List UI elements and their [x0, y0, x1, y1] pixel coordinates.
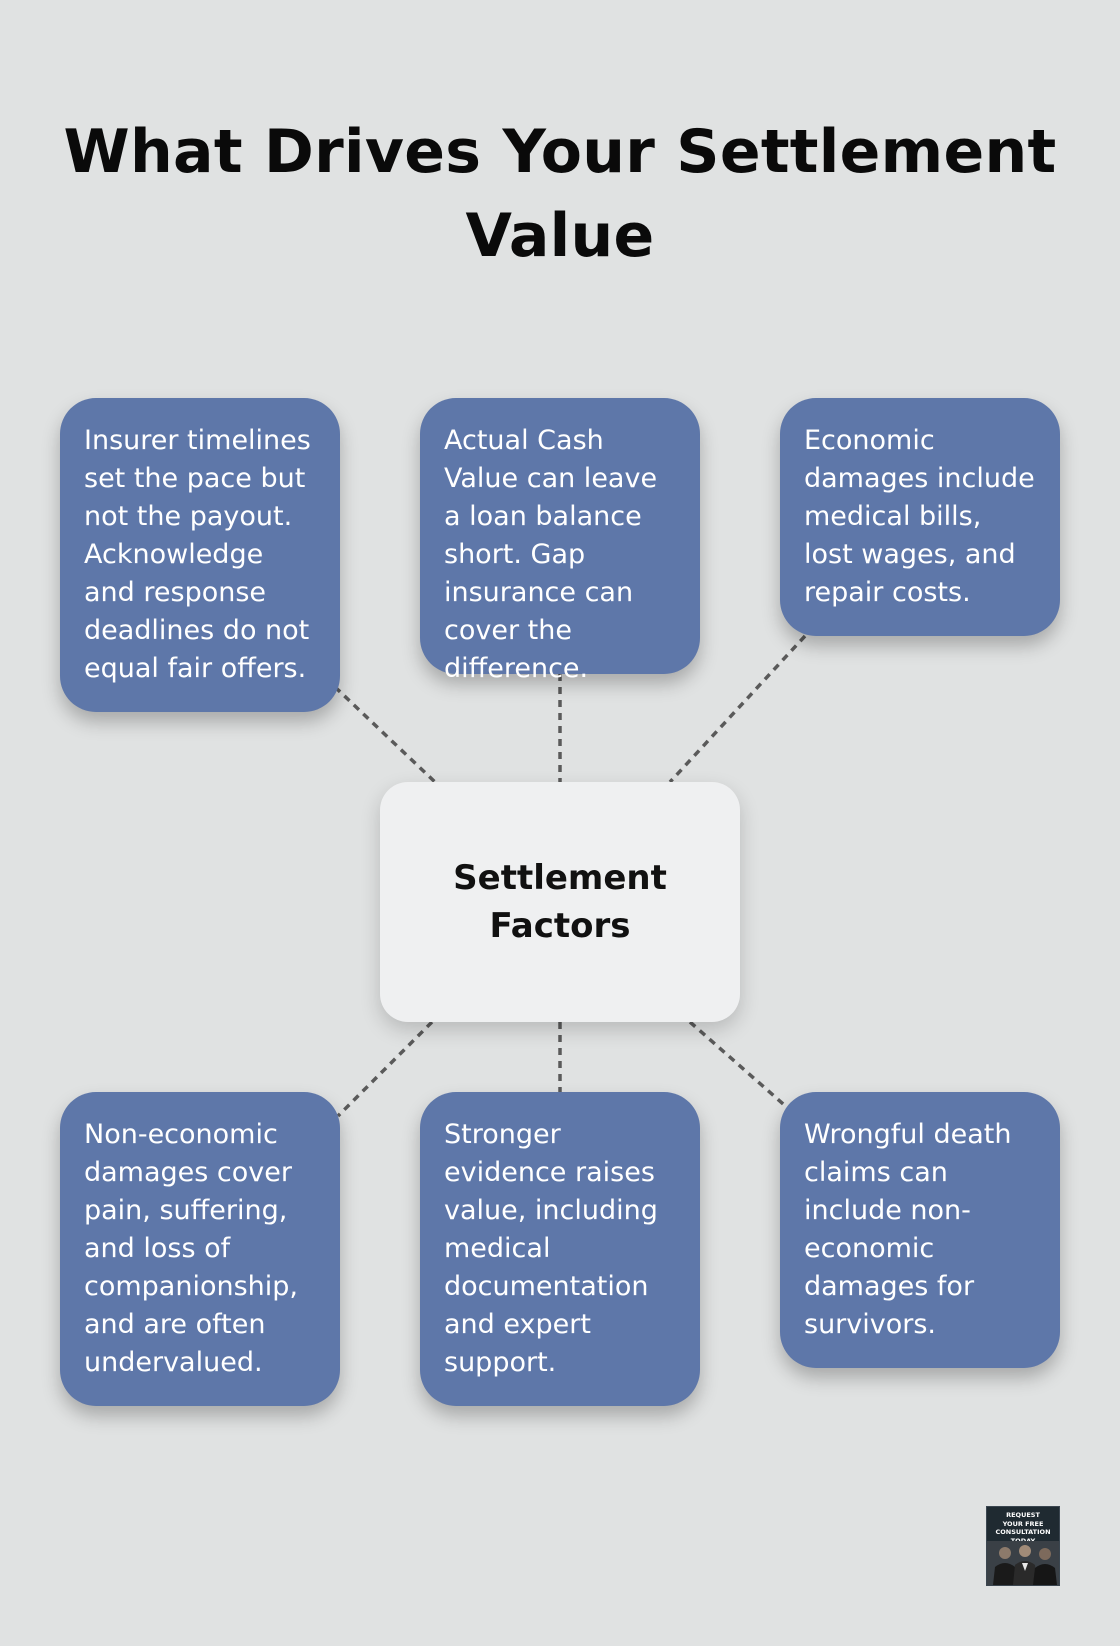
factor-text: Actual Cash Value can leave a loan balan…	[444, 425, 658, 684]
factor-text: Stronger evidence raises value, includin…	[444, 1119, 658, 1378]
consultation-badge-text: REQUEST YOUR FREE CONSULTATION TODAY	[995, 1511, 1051, 1545]
factor-text: Insurer timelines set the pace but not t…	[84, 425, 311, 684]
center-node-settlement-factors: Settlement Factors	[380, 782, 740, 1022]
factor-box-non-economic-damages: Non-economic damages cover pain, sufferi…	[60, 1092, 340, 1406]
page-title: What Drives Your Settlement Value	[63, 117, 1057, 271]
connector-line-6	[688, 1020, 792, 1112]
factor-box-economic-damages: Economic damages include medical bills, …	[780, 398, 1060, 636]
factor-box-insurer-timelines: Insurer timelines set the pace but not t…	[60, 398, 340, 712]
factor-text: Economic damages include medical bills, …	[804, 425, 1035, 608]
factor-text: Wrongful death claims can include non-ec…	[804, 1119, 1012, 1340]
consultation-badge[interactable]: REQUEST YOUR FREE CONSULTATION TODAY	[986, 1506, 1060, 1586]
center-node-label: Settlement Factors	[453, 858, 667, 946]
connector-line-1	[333, 685, 437, 784]
attorneys-photo-icon	[987, 1541, 1059, 1585]
factor-box-actual-cash-value: Actual Cash Value can leave a loan balan…	[420, 398, 700, 684]
factor-text: Non-economic damages cover pain, sufferi…	[84, 1119, 298, 1378]
connector-line-4	[336, 1020, 434, 1118]
factor-box-evidence: Stronger evidence raises value, includin…	[420, 1092, 700, 1406]
factor-box-wrongful-death: Wrongful death claims can include non-ec…	[780, 1092, 1060, 1368]
